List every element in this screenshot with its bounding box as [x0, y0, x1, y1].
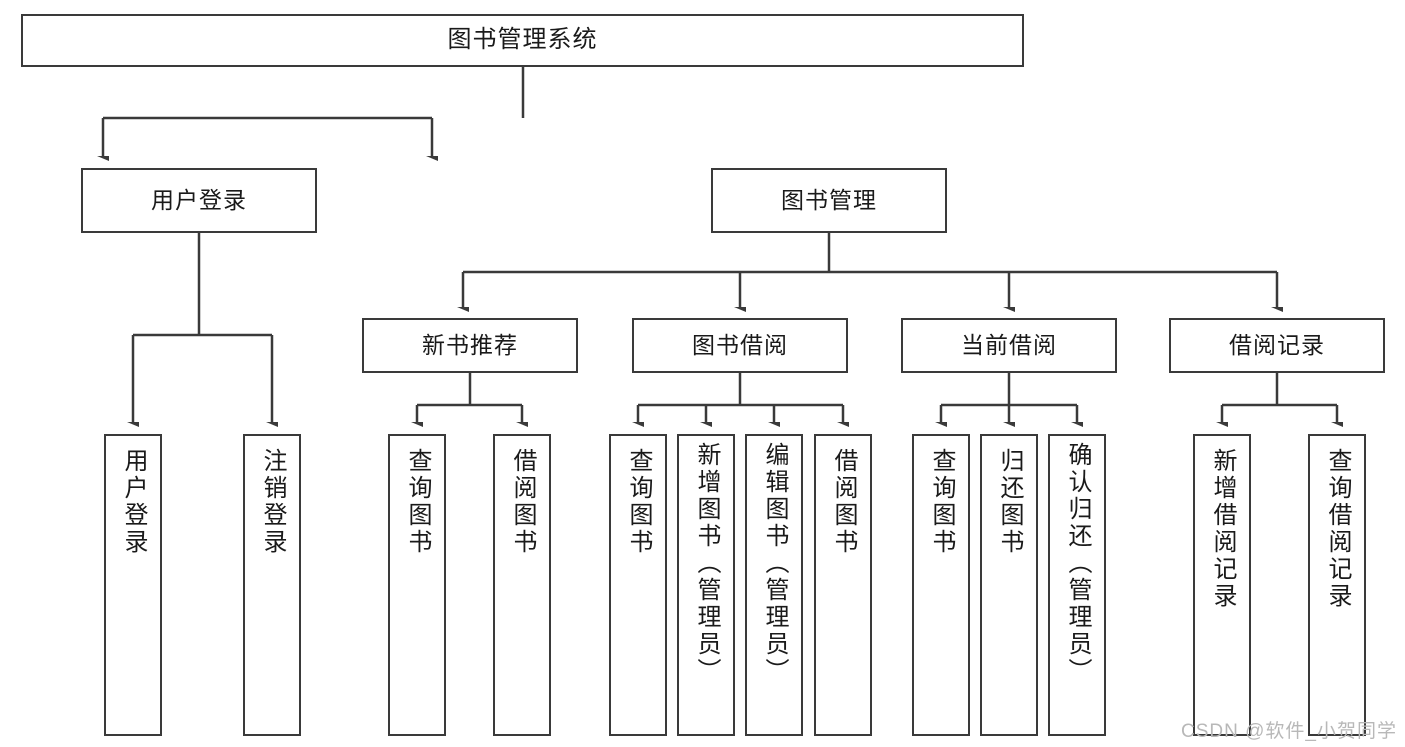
node-book-management[interactable]: 图书管理	[711, 168, 947, 233]
node-borrow-record[interactable]: 借阅记录	[1169, 318, 1385, 373]
node-leaf-add-book-label: 新增图书（管理员）	[693, 442, 720, 685]
node-leaf-borrow-book-1[interactable]: 借阅图书	[493, 434, 551, 736]
node-leaf-query-book-2[interactable]: 查询图书	[609, 434, 667, 736]
node-leaf-borrow-book-2-label: 借阅图书	[830, 448, 857, 556]
node-user-login-label: 用户登录	[151, 186, 247, 213]
node-leaf-query-record-label: 查询借阅记录	[1324, 448, 1351, 610]
node-leaf-user-login[interactable]: 用户登录	[104, 434, 162, 736]
node-leaf-add-record-label: 新增借阅记录	[1209, 448, 1236, 610]
node-leaf-return-book[interactable]: 归还图书	[980, 434, 1038, 736]
node-book-management-label: 图书管理	[781, 186, 877, 213]
node-current-borrow-label: 当前借阅	[961, 331, 1057, 358]
node-user-login[interactable]: 用户登录	[81, 168, 317, 233]
node-leaf-query-book-1[interactable]: 查询图书	[388, 434, 446, 736]
node-new-book-recommend[interactable]: 新书推荐	[362, 318, 578, 373]
node-leaf-return-book-label: 归还图书	[996, 448, 1023, 556]
node-leaf-confirm-return[interactable]: 确认归还（管理员）	[1048, 434, 1106, 736]
node-leaf-query-book-2-label: 查询图书	[625, 448, 652, 556]
node-leaf-query-record[interactable]: 查询借阅记录	[1308, 434, 1366, 736]
node-leaf-add-record[interactable]: 新增借阅记录	[1193, 434, 1251, 736]
node-root-label: 图书管理系统	[447, 26, 598, 54]
node-leaf-edit-book-label: 编辑图书（管理员）	[761, 442, 788, 685]
node-leaf-borrow-book-2[interactable]: 借阅图书	[814, 434, 872, 736]
node-book-borrow-label: 图书借阅	[692, 331, 788, 358]
csdn-watermark: CSDN @软件_小贺同学	[1181, 721, 1397, 742]
node-leaf-query-book-3-label: 查询图书	[928, 448, 955, 556]
node-borrow-record-label: 借阅记录	[1229, 331, 1325, 358]
node-leaf-user-login-label: 用户登录	[120, 448, 147, 556]
node-leaf-add-book[interactable]: 新增图书（管理员）	[677, 434, 735, 736]
node-leaf-logout-login-label: 注销登录	[259, 448, 286, 556]
node-leaf-edit-book[interactable]: 编辑图书（管理员）	[745, 434, 803, 736]
node-current-borrow[interactable]: 当前借阅	[901, 318, 1117, 373]
node-leaf-logout-login[interactable]: 注销登录	[243, 434, 301, 736]
node-leaf-query-book-1-label: 查询图书	[404, 448, 431, 556]
node-root[interactable]: 图书管理系统	[21, 14, 1024, 67]
node-leaf-borrow-book-1-label: 借阅图书	[509, 448, 536, 556]
node-leaf-confirm-return-label: 确认归还（管理员）	[1064, 442, 1091, 685]
node-leaf-query-book-3[interactable]: 查询图书	[912, 434, 970, 736]
node-new-book-recommend-label: 新书推荐	[422, 331, 518, 358]
node-book-borrow[interactable]: 图书借阅	[632, 318, 848, 373]
